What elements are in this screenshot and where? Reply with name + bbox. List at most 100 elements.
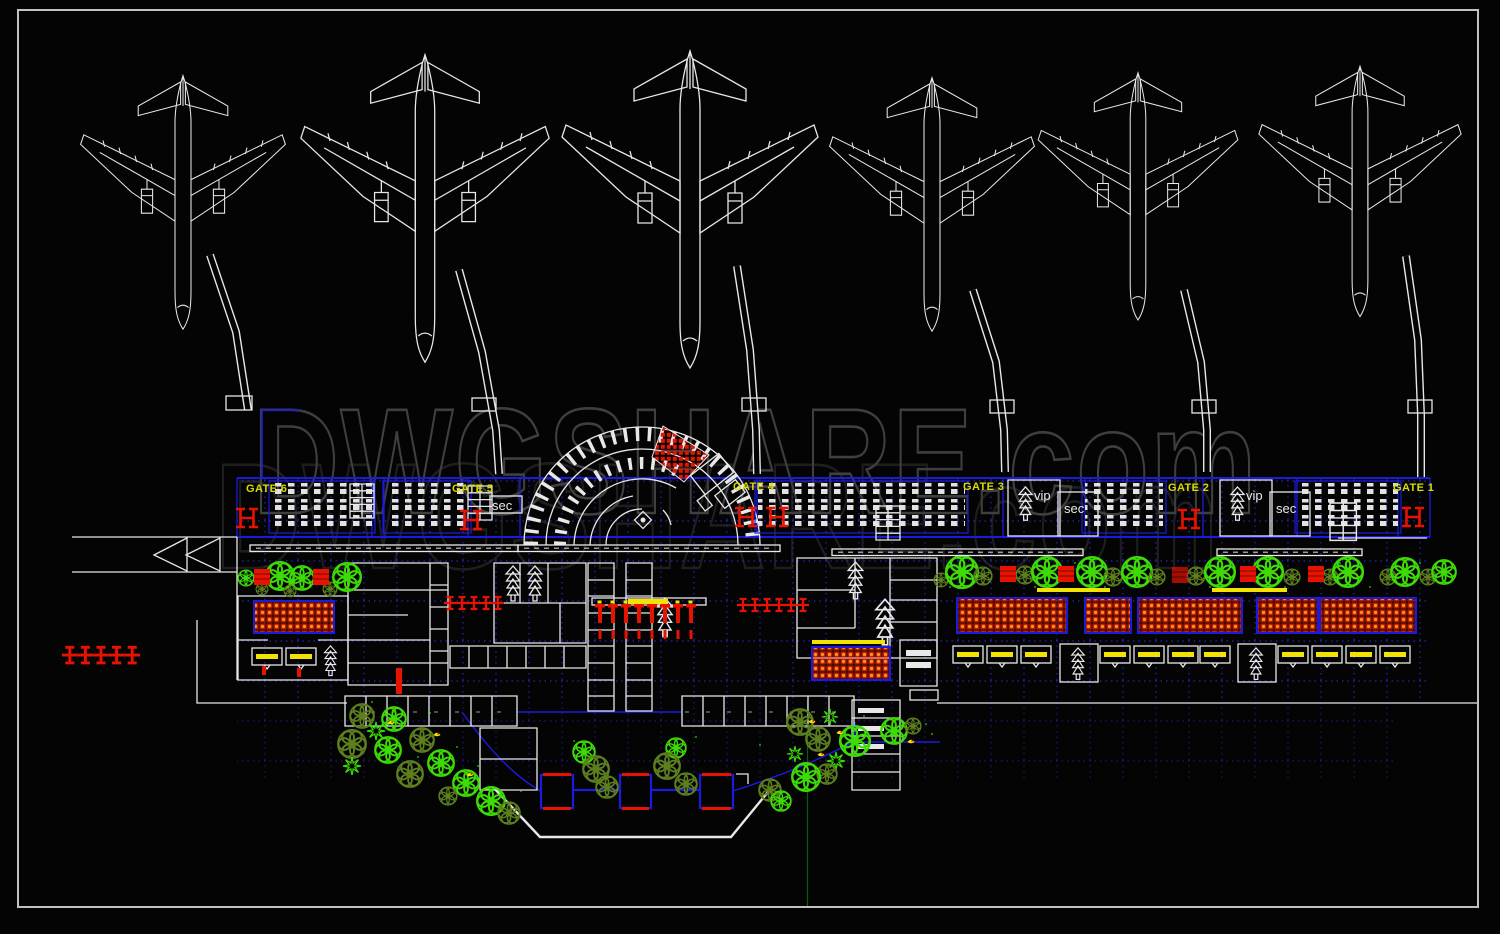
- yellow-bench-bar: [628, 599, 668, 604]
- bridge-rotunda: [1407, 399, 1433, 414]
- tree-icon: [438, 786, 458, 806]
- gate-label: GATE 3: [963, 481, 1004, 493]
- seat-rows: [386, 483, 468, 496]
- seat-rows: [1085, 515, 1163, 528]
- checkin-counter: [647, 604, 657, 608]
- shrub-dot-icon: [1034, 586, 1036, 588]
- checkin-counter: [595, 604, 605, 608]
- gate-label: GATE 6: [246, 483, 287, 495]
- shrub-dot-icon: [1339, 562, 1341, 564]
- room-label: sec: [1064, 501, 1085, 516]
- queue-mark: [689, 630, 693, 639]
- seat-rows: [386, 515, 468, 528]
- seat-rows: [1298, 499, 1398, 512]
- shrub-dot-icon: [1369, 586, 1371, 588]
- shrub-dot-icon: [573, 740, 575, 742]
- gate-lounges: [268, 480, 1402, 534]
- airplane-icon: [80, 75, 286, 330]
- vip-room: [1219, 479, 1273, 537]
- shrub-dot-icon: [371, 701, 373, 703]
- sec-room: [1269, 491, 1311, 537]
- shrub-dot-icon: [974, 562, 976, 564]
- seat-rows: [758, 483, 965, 496]
- queue-mark: [650, 630, 654, 639]
- lounge-outline: [1081, 480, 1167, 534]
- airplane-icon: [829, 77, 1035, 332]
- checkin-counter: [660, 604, 670, 608]
- road-arrow: [152, 536, 221, 573]
- gate-label: GATE 5: [452, 483, 493, 495]
- seat-rows: [758, 515, 965, 528]
- shrub-dot-icon: [520, 790, 522, 792]
- food-court-arc: [523, 425, 761, 546]
- shrub-dot-icon: [695, 736, 697, 738]
- yellow-bench-bar: [1212, 588, 1287, 592]
- shrub-dot-icon: [1074, 562, 1076, 564]
- waiting-area-seats: [1137, 597, 1243, 634]
- shrub-dot-icon: [1284, 586, 1286, 588]
- escalator-box: [1059, 643, 1099, 683]
- shrub-dot-icon: [477, 765, 479, 767]
- queue-mark: [663, 630, 667, 639]
- planter-icon: [999, 565, 1017, 583]
- bridge-rotunda: [989, 399, 1015, 414]
- red-door-mark: [297, 668, 301, 677]
- shrub-dot-icon: [925, 723, 927, 725]
- tree-icon: [1431, 559, 1457, 585]
- red-door-mark: [396, 668, 402, 694]
- conveyor-chain-icon: [76, 645, 95, 665]
- airplane-icon: [1258, 65, 1462, 318]
- queue-mark: [611, 630, 615, 639]
- bridge-rotunda: [471, 397, 497, 412]
- planter-icon: [1171, 566, 1189, 584]
- jet-bridges: [206, 253, 1433, 477]
- conveyor-chain-icon: [107, 645, 126, 665]
- furniture: [60, 506, 1426, 810]
- moving-walkway: [1216, 548, 1363, 557]
- shrub-dot-icon: [789, 757, 791, 759]
- red-door-mark: [262, 666, 266, 675]
- room-label: vip: [1034, 488, 1051, 503]
- planter-icon: [1057, 565, 1075, 583]
- airplane-icon: [1037, 72, 1239, 321]
- gate-label: GATE 4: [733, 481, 775, 493]
- shrub-dot-icon: [759, 744, 761, 746]
- checkin-counter: [686, 604, 696, 608]
- airplane-icon: [300, 54, 550, 363]
- waiting-area-seats: [1084, 597, 1132, 634]
- waiting-area-seats: [956, 597, 1068, 634]
- checkin-counter: [634, 604, 644, 608]
- shrub-dot-icon: [1104, 586, 1106, 588]
- aircraft-stands: [80, 50, 1462, 369]
- drawing-border: [17, 9, 1479, 908]
- sec-room: [489, 495, 523, 514]
- queue-mark: [676, 630, 680, 639]
- shrub-dot-icon: [456, 746, 458, 748]
- entrance-plaza: [492, 786, 773, 839]
- escalator-box: [1237, 643, 1277, 683]
- airplane-icon: [561, 50, 819, 369]
- seat-rows: [1085, 499, 1163, 512]
- room-label: sec: [492, 498, 513, 513]
- planter-icon: [1307, 565, 1325, 583]
- room-label: sec: [1276, 501, 1297, 516]
- moving-walkway: [831, 548, 1084, 557]
- room-label: vip: [1246, 488, 1263, 503]
- moving-walkway: [517, 544, 781, 553]
- tree-icon: [476, 786, 506, 816]
- yellow-bench-bar: [1037, 588, 1110, 592]
- seat-rows: [272, 483, 372, 496]
- service-boxes: [323, 479, 1358, 683]
- checkin-counter: [673, 604, 683, 608]
- shrub-dot-icon: [863, 715, 865, 717]
- yellow-bench-bar: [812, 640, 885, 644]
- conveyor-chain-icon: [60, 645, 80, 665]
- bridge-rotunda: [225, 395, 253, 411]
- shrub-dot-icon: [949, 586, 951, 588]
- tree-icon: [674, 772, 698, 796]
- planter-icon: [1239, 565, 1257, 583]
- red-seating-wedge: [651, 425, 710, 483]
- sec-room: [1057, 491, 1099, 537]
